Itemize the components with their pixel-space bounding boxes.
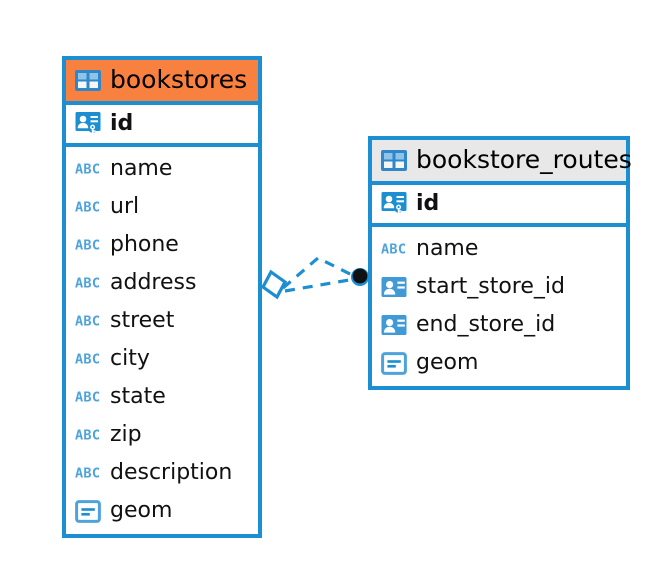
field-row[interactable]: ABC zip (66, 416, 258, 454)
field-label: description (110, 460, 233, 485)
field-row[interactable]: ABC description (66, 454, 258, 492)
svg-text:ABC: ABC (75, 428, 100, 444)
field-label: address (110, 270, 197, 295)
field-row[interactable]: geom (372, 344, 626, 382)
entity-table-bookstore-routes[interactable]: bookstore_routes (368, 136, 632, 390)
diamond-marker (260, 269, 288, 300)
table-icon (381, 149, 407, 171)
field-row[interactable]: ABC state (66, 378, 258, 416)
primary-key-icon (75, 111, 101, 137)
field-label: start_store_id (416, 274, 565, 299)
field-label: geom (416, 350, 479, 375)
entity-header-bookstores[interactable]: bookstores (66, 60, 258, 105)
foreign-key-icon (381, 314, 407, 336)
field-label: name (416, 236, 479, 261)
entity-title-label: bookstore_routes (416, 145, 632, 174)
field-row[interactable]: ABC phone (66, 226, 258, 264)
svg-text:ABC: ABC (75, 162, 100, 178)
svg-text:ABC: ABC (75, 352, 100, 368)
field-row[interactable]: ABC city (66, 340, 258, 378)
field-row-primary-key[interactable]: id (372, 185, 626, 223)
field-label: state (110, 384, 166, 409)
abc-text-icon: ABC (75, 465, 101, 482)
field-label: geom (110, 498, 173, 523)
field-row[interactable]: ABC address (66, 264, 258, 302)
filled-circle-marker (351, 268, 369, 286)
entity-header-bookstore-routes[interactable]: bookstore_routes (372, 140, 632, 185)
field-label: zip (110, 422, 142, 447)
field-row[interactable]: ABC url (66, 188, 258, 226)
entity-table-bookstores[interactable]: bookstores (62, 56, 262, 538)
svg-text:ABC: ABC (75, 276, 100, 292)
field-row-primary-key[interactable]: id (66, 105, 258, 143)
primary-key-section: id (66, 105, 258, 147)
foreign-key-icon (381, 276, 407, 298)
relationship-line-lower (284, 277, 356, 293)
field-row[interactable]: end_store_id (372, 306, 626, 344)
primary-key-icon (381, 191, 407, 217)
svg-text:ABC: ABC (75, 200, 100, 216)
field-label: id (416, 191, 440, 216)
abc-text-icon: ABC (75, 389, 101, 406)
field-row[interactable]: geom (66, 492, 258, 530)
field-label: name (110, 156, 173, 181)
abc-text-icon: ABC (75, 199, 101, 216)
geometry-icon (75, 499, 101, 523)
field-row[interactable]: ABC street (66, 302, 258, 340)
field-label: city (110, 346, 150, 371)
field-row[interactable]: ABC name (66, 150, 258, 188)
primary-key-section: id (372, 185, 626, 227)
svg-text:ABC: ABC (381, 242, 406, 258)
abc-text-icon: ABC (75, 161, 101, 178)
field-label: street (110, 308, 175, 333)
field-row[interactable]: ABC name (372, 230, 626, 268)
svg-text:ABC: ABC (75, 390, 100, 406)
svg-text:ABC: ABC (75, 238, 100, 254)
field-label: url (110, 194, 140, 219)
svg-text:ABC: ABC (75, 314, 100, 330)
geometry-icon (381, 351, 407, 375)
abc-text-icon: ABC (75, 313, 101, 330)
table-icon (75, 69, 101, 91)
abc-text-icon: ABC (381, 241, 407, 258)
abc-text-icon: ABC (75, 237, 101, 254)
abc-text-icon: ABC (75, 351, 101, 368)
field-label: id (110, 111, 134, 136)
abc-text-icon: ABC (75, 275, 101, 292)
relationship-line-upper (281, 256, 357, 290)
entity-title-label: bookstores (110, 65, 248, 94)
abc-text-icon: ABC (75, 427, 101, 444)
field-label: phone (110, 232, 179, 257)
field-label: end_store_id (416, 312, 556, 337)
field-row[interactable]: start_store_id (372, 268, 626, 306)
svg-text:ABC: ABC (75, 466, 100, 482)
